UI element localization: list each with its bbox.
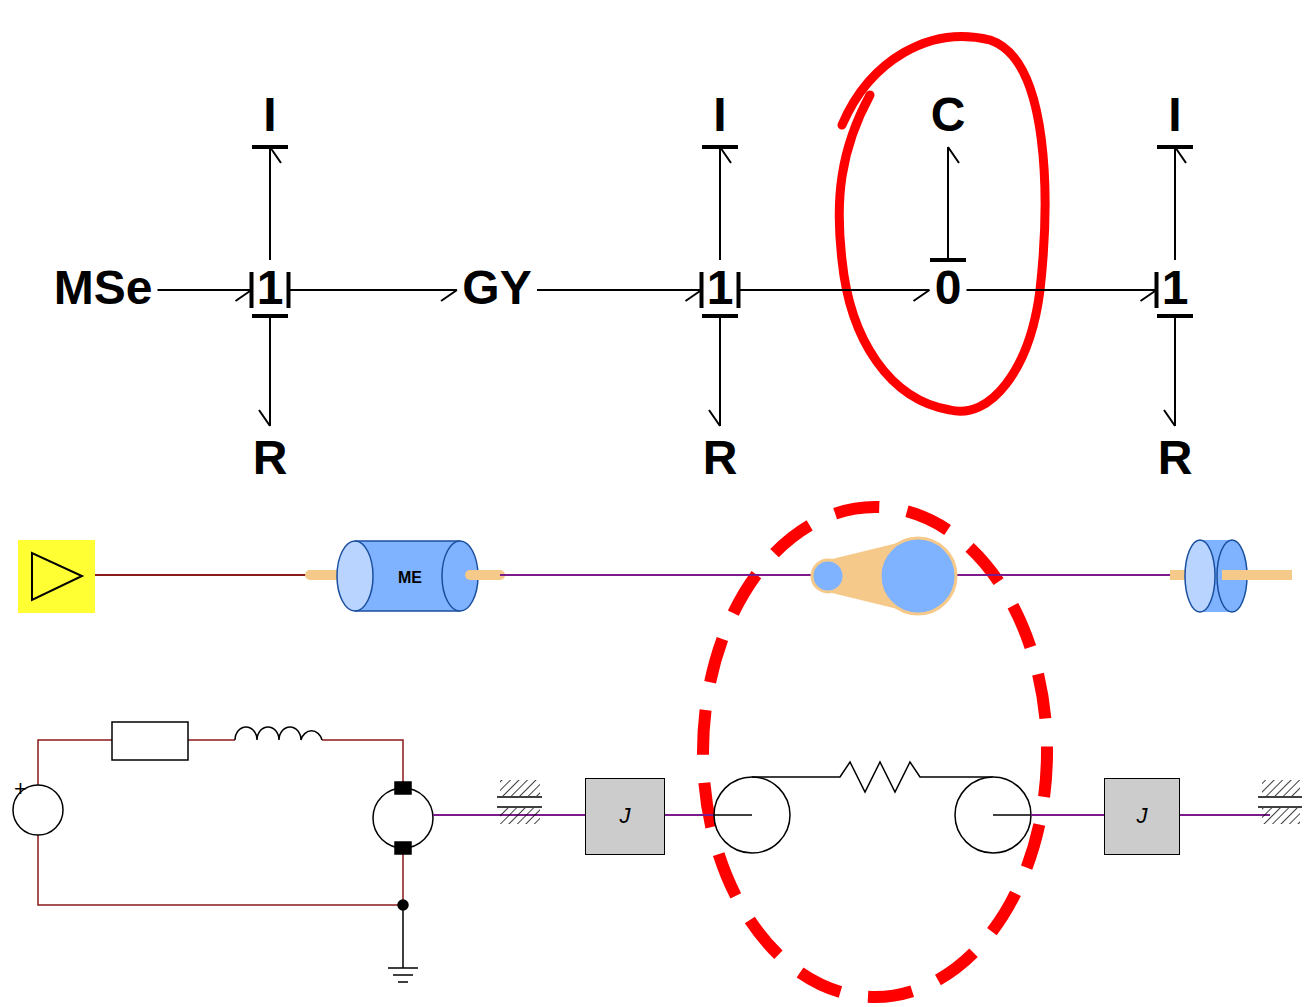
motor-icon: ME <box>395 567 425 589</box>
causal-stroke <box>737 272 741 308</box>
causal-stroke <box>702 145 738 149</box>
node-label: R <box>253 434 288 482</box>
node-label: J <box>1137 803 1148 829</box>
causal-stroke <box>252 314 288 318</box>
bond <box>967 290 1157 301</box>
causal-stroke <box>1157 145 1193 149</box>
inertia-box: J <box>585 778 665 855</box>
bond <box>289 290 458 301</box>
resistance-element: R <box>250 432 291 484</box>
causal-stroke <box>252 145 288 149</box>
causal-stroke <box>702 314 738 318</box>
bond <box>1175 147 1186 260</box>
node-label: I <box>263 91 276 139</box>
inertia-element: I <box>260 89 280 141</box>
node-label: GY <box>462 264 531 312</box>
schematic <box>13 722 1302 982</box>
bond <box>720 147 731 260</box>
inertia-element: I <box>710 89 730 141</box>
node-label: I <box>1168 91 1181 139</box>
one-junction: 1 <box>1159 262 1192 314</box>
one-junction: 1 <box>704 262 737 314</box>
bond <box>537 290 702 301</box>
highlight-dashed-ellipse <box>703 507 1047 997</box>
causal-stroke <box>250 272 254 308</box>
bond <box>1164 316 1175 426</box>
causal-stroke <box>700 272 704 308</box>
inertia-box: J <box>1104 778 1180 855</box>
node-label: 1 <box>257 264 284 312</box>
icon-diagram <box>18 538 1292 614</box>
node-label: 0 <box>935 264 962 312</box>
node-label: ME <box>398 569 422 587</box>
bond <box>739 290 930 301</box>
node-label: I <box>713 91 726 139</box>
one-junction: 1 <box>254 262 287 314</box>
causal-stroke <box>1155 272 1159 308</box>
capacitance-element: C <box>928 89 969 141</box>
node-label: 1 <box>707 264 734 312</box>
bond <box>259 316 270 426</box>
node-label: R <box>703 434 738 482</box>
bond <box>158 290 252 301</box>
polarity-mark: + <box>14 776 27 802</box>
node-label: 1 <box>1162 264 1189 312</box>
gyrator-element: GY <box>459 262 535 314</box>
source-element: MSe <box>51 262 156 314</box>
node-label: C <box>931 91 966 139</box>
causal-stroke <box>930 258 966 262</box>
node-label: J <box>620 803 631 829</box>
causal-stroke <box>287 272 291 308</box>
inertia-element: I <box>1165 89 1185 141</box>
causal-stroke <box>1157 314 1193 318</box>
bond <box>948 147 959 260</box>
node-label: R <box>1158 434 1193 482</box>
resistance-element: R <box>700 432 741 484</box>
zero-junction: 0 <box>932 262 965 314</box>
highlight-ellipse <box>839 37 1045 412</box>
bond <box>709 316 720 426</box>
node-label: MSe <box>54 264 153 312</box>
bond <box>270 147 281 260</box>
resistance-element: R <box>1155 432 1196 484</box>
